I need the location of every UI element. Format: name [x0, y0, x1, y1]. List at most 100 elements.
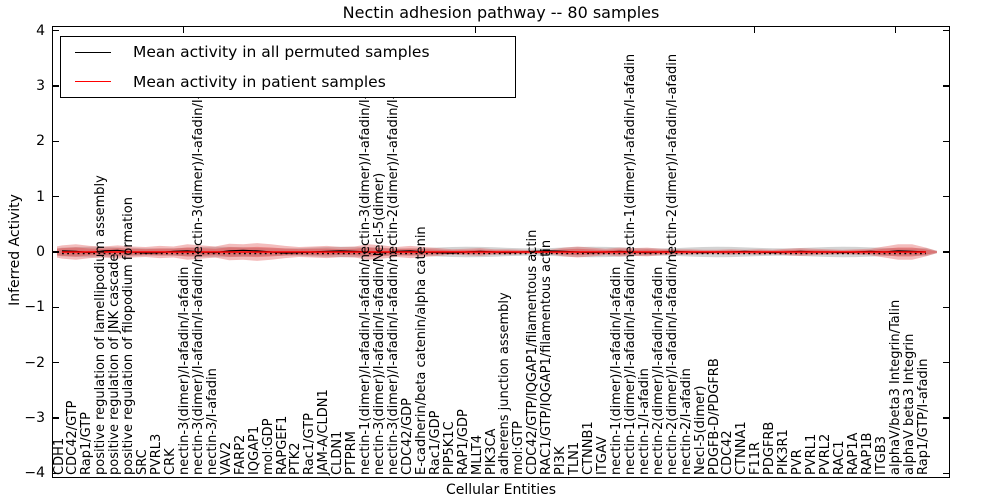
- x-tick-label: alphaV/beta3 Integrin/Talin: [887, 299, 903, 475]
- x-tick-label: PIK3R1: [776, 429, 792, 475]
- y-tick-left: [53, 306, 59, 308]
- x-tick-label: nectin-2/I-afadin: [678, 368, 694, 475]
- x-tick-label: positive regulation of lamellipodium ass…: [93, 175, 109, 475]
- x-tick-label: nectin-2(dimer)/I-afadin/I-afadin/nectin…: [664, 53, 680, 475]
- x-tick-label: PDGFRB: [762, 421, 778, 475]
- x-tick-label: nectin-3(dimer)/I-afadin/I-afadin/nectin…: [190, 53, 206, 475]
- x-tick-label: nectin-3(dimer)/I-afadin/I-afadin/nectin…: [386, 53, 401, 475]
- legend-row-patient: Mean activity in patient samples: [61, 68, 515, 96]
- plot-canvas: [52, 26, 950, 478]
- x-tick-label: TLN1: [567, 441, 583, 475]
- patient-mean-line-sample: [75, 81, 111, 83]
- x-tick-label: RAPGEF1: [274, 415, 290, 475]
- x-tick-label: Rac1/GTP: [302, 413, 318, 475]
- y-tick-right: [943, 417, 949, 419]
- legend-row-permuted: Mean activity in all permuted samples: [61, 38, 515, 66]
- x-tick-label: PVR: [790, 449, 806, 475]
- y-tick-label: 3: [36, 77, 45, 94]
- legend-label-patient: Mean activity in patient samples: [133, 72, 386, 91]
- y-tick-right: [943, 140, 949, 142]
- x-tick-label: PI3K: [553, 446, 569, 475]
- x-tick-label: nectin-3(dimer)/I-afadin/I-afadin/Necl-5…: [372, 172, 387, 475]
- x-tick-label: PTPRM: [344, 431, 360, 475]
- x-tick-label: VAV2: [218, 441, 234, 475]
- y-tick-label: 0: [36, 244, 45, 260]
- x-tick-label: Rap1/GTP: [79, 411, 95, 475]
- x-tick-label: MLLT4: [469, 434, 485, 475]
- y-tick-left: [53, 362, 59, 364]
- y-tick-label: 2: [36, 133, 45, 150]
- chart-title: Nectin adhesion pathway -- 80 samples: [342, 3, 660, 22]
- x-tick-label: nectin-2(dimer)/I-afadin/I-afadin: [650, 266, 666, 475]
- x-tick-label: RAP1/GDP: [455, 409, 471, 475]
- x-tick-top: [754, 27, 756, 34]
- y-tick-right: [943, 306, 949, 308]
- x-tick-label: E-cadherin/beta catenin/alpha catenin: [413, 226, 429, 475]
- y-tick-label: −1: [24, 299, 45, 316]
- x-tick-top: [475, 27, 477, 34]
- y-tick-label: 4: [36, 22, 45, 39]
- y-axis-label-wrap: Inferred Activity: [0, 0, 30, 500]
- x-tick-label: CDH1: [51, 437, 67, 475]
- x-tick-label: CDC42/GDP: [399, 397, 415, 475]
- x-tick-label: ITGB3: [873, 435, 889, 475]
- x-tick-label: Rap1/GTP/I-afadin: [915, 358, 931, 475]
- x-tick-label: nectin-1(dimer)/I-afadin/I-afadin: [608, 266, 624, 475]
- x-tick-label: nectin-3/I-afadin: [204, 368, 220, 475]
- permuted-mean-line-sample: [75, 51, 111, 53]
- x-tick-label: PDGFB-D/PDGFRB: [706, 358, 722, 475]
- x-tick-label: CDC42/GTP: [65, 400, 81, 475]
- x-tick-label: CLDN1: [330, 430, 346, 475]
- y-tick-label: −2: [24, 354, 45, 371]
- y-tick-right: [943, 251, 949, 253]
- y-tick-label: −3: [24, 410, 45, 427]
- x-tick-top: [183, 27, 185, 34]
- x-tick-label: PVRL1: [804, 433, 819, 475]
- y-tick-label: −4: [24, 465, 45, 482]
- x-tick-label: RAC1/GTP/IQGAP1/filamentous actin: [539, 239, 555, 475]
- x-tick-label: mol:GTP: [511, 421, 527, 475]
- x-axis-label: Cellular Entities: [445, 482, 557, 498]
- x-tick-label: positive regulation of JNK cascade: [107, 253, 123, 475]
- legend: Mean activity in all permuted samples Me…: [60, 36, 516, 98]
- x-tick-label: nectin-1/I-afadin: [636, 368, 652, 475]
- x-tick-top: [895, 27, 897, 34]
- x-tick-label: CTNNB1: [581, 421, 596, 475]
- y-tick-right: [943, 29, 949, 32]
- x-tick-label: RAP1B: [859, 432, 875, 475]
- x-tick-label: CTNNA1: [734, 421, 750, 475]
- y-tick-left: [53, 417, 59, 419]
- x-tick-label: nectin-1(dimer)/I-afadin/I-afadin/nectin…: [358, 53, 374, 475]
- x-tick-label: PIK3CA: [483, 428, 499, 475]
- x-tick-label: nectin-1(dimer)/I-afadin/I-afadin/nectin…: [622, 53, 638, 475]
- x-tick-label: ITGAV: [595, 436, 610, 475]
- x-tick-label: SRC: [135, 449, 151, 475]
- x-tick-label: alphaV beta3 Integrin: [901, 333, 917, 475]
- x-tick-label: IQGAP1: [246, 425, 262, 475]
- y-tick-left: [53, 140, 59, 142]
- x-tick-label: PTK2: [288, 442, 304, 475]
- x-tick-label: Rac1/GDP: [427, 410, 443, 475]
- x-tick-label: CRK: [163, 448, 178, 475]
- y-axis-label: Inferred Activity: [7, 194, 23, 306]
- x-tick-label: F11R: [748, 441, 764, 475]
- y-tick-left: [53, 196, 59, 198]
- y-tick-right: [943, 196, 949, 198]
- x-tick-label: nectin-3(dimer)/I-afadin/I-afadin: [176, 266, 192, 475]
- x-tick-label: FARP2: [232, 434, 248, 475]
- y-tick-label: 1: [36, 188, 45, 205]
- y-tick-left: [53, 85, 59, 87]
- x-tick-label: RAP1A: [845, 432, 861, 475]
- y-tick-left: [53, 29, 59, 32]
- y-tick-left: [53, 251, 59, 253]
- x-tick-label: PVRL3: [149, 433, 164, 475]
- x-tick-label: Necl-5(dimer): [692, 385, 708, 475]
- y-tick-right: [943, 85, 949, 87]
- x-tick-label: positive regulation of filopodium format…: [121, 197, 137, 475]
- x-tick-label: CDC42: [720, 430, 736, 475]
- x-tick-label: PIP5K1C: [441, 421, 457, 475]
- y-tick-right: [943, 472, 949, 475]
- x-tick-label: mol:GDP: [260, 418, 276, 475]
- x-tick-label: adherens junction assembly: [497, 292, 513, 475]
